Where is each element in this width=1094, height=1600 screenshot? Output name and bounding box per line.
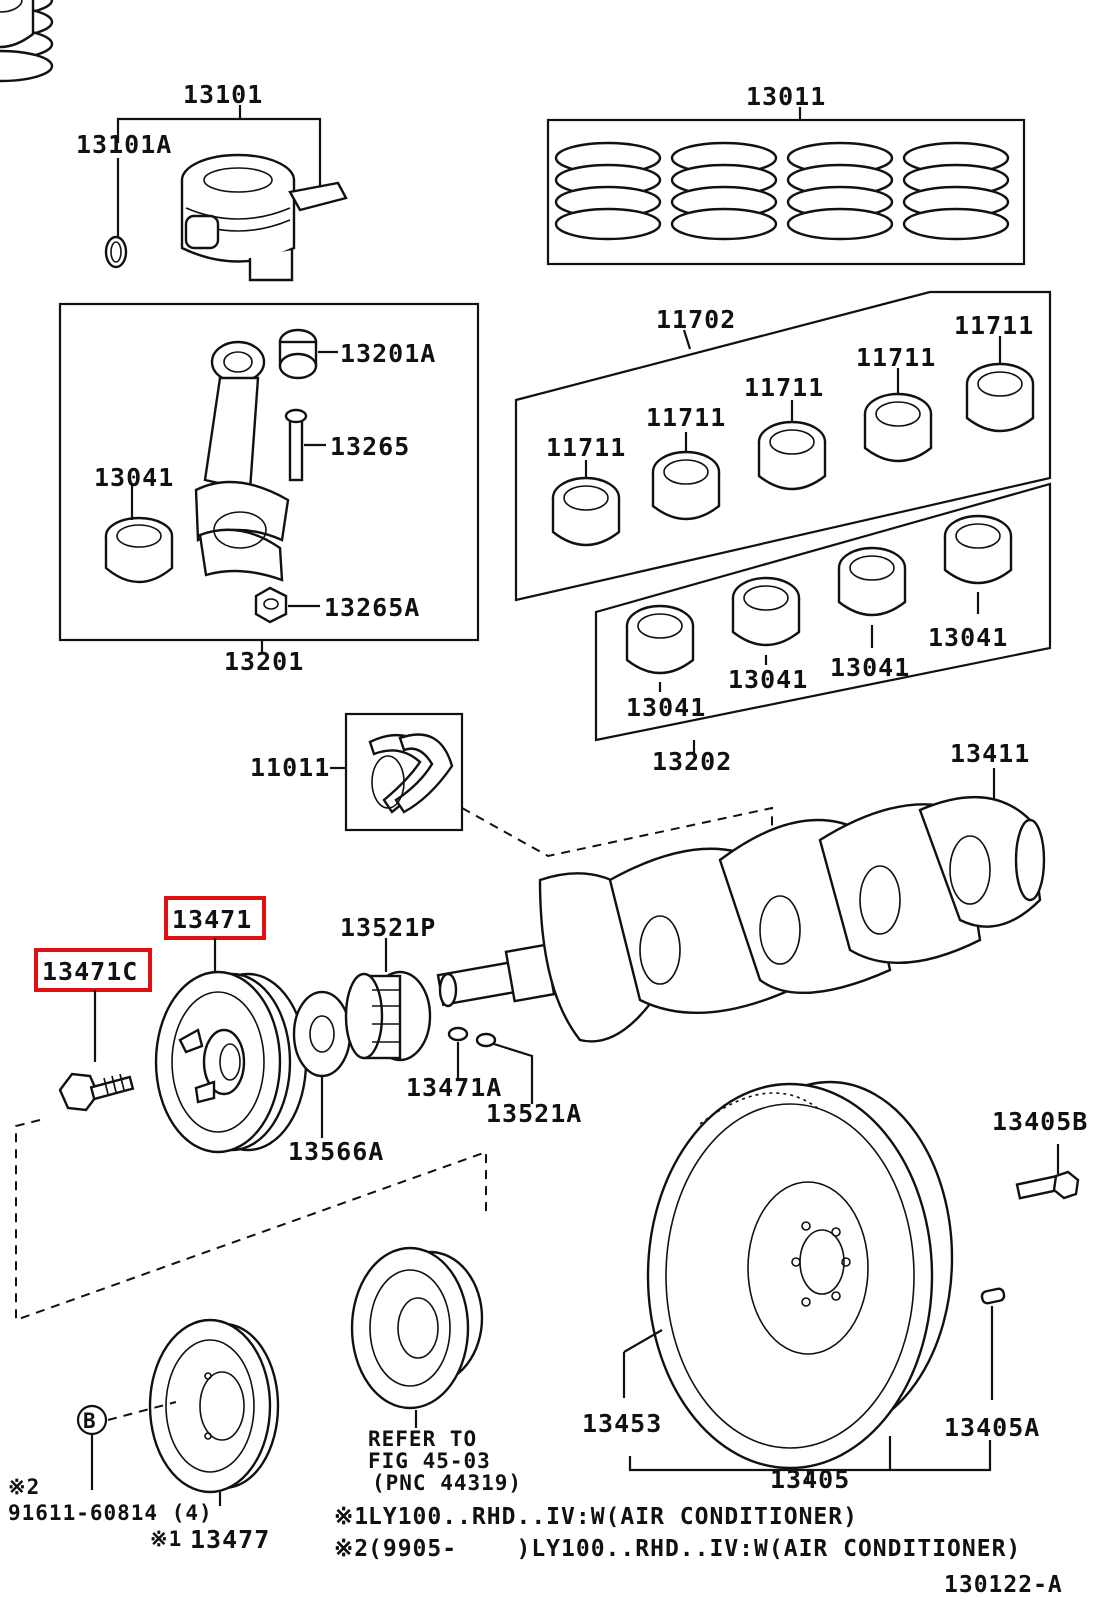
note-2-text: (9905- )LY100..RHD..IV:W(AIR CONDITIONER… <box>368 1536 1021 1562</box>
thrust-washer-group <box>330 712 773 858</box>
label-11711-a[interactable]: 11711 <box>546 433 626 462</box>
label-13405A[interactable]: 13405A <box>944 1413 1040 1442</box>
label-13453[interactable]: 13453 <box>582 1409 662 1438</box>
ps-pulley-icon[interactable] <box>350 1246 484 1410</box>
label-11711-c[interactable]: 11711 <box>744 373 824 402</box>
label-11711-d[interactable]: 11711 <box>856 343 936 372</box>
ac-pulley-group <box>90 1318 280 1506</box>
label-13477[interactable]: 13477 <box>190 1525 270 1554</box>
refer-line-1: REFER TO <box>368 1427 477 1451</box>
dowel-pin-icon[interactable] <box>980 1287 1006 1305</box>
footnote-mark-2: ※2 <box>8 1475 40 1499</box>
dowel-pin-group <box>980 1287 1006 1400</box>
label-11011[interactable]: 11011 <box>250 753 330 782</box>
pulley-bolt-icon[interactable] <box>58 1072 135 1112</box>
key-13521A-icon[interactable] <box>475 1032 497 1048</box>
keys-group <box>447 1026 534 1104</box>
label-13041-d[interactable]: 13041 <box>626 693 706 722</box>
bushing-icon[interactable] <box>278 328 318 380</box>
note-1-text: LY100..RHD..IV:W(AIR CONDITIONER) <box>368 1504 858 1530</box>
oil-slinger-group <box>292 990 352 1138</box>
part-number-labels: 13101 13101A 13011 13201A 13265 13041 13… <box>42 80 1088 1554</box>
thrust-washer-icon[interactable] <box>368 733 454 814</box>
label-11702[interactable]: 11702 <box>656 305 736 334</box>
label-13041-b[interactable]: 13041 <box>830 653 910 682</box>
label-13405B[interactable]: 13405B <box>992 1107 1088 1136</box>
label-11711-b[interactable]: 11711 <box>646 403 726 432</box>
circle-b-marker: B <box>76 1404 108 1436</box>
flywheel-bolt-group <box>1015 1144 1080 1200</box>
label-13521P[interactable]: 13521P <box>340 913 436 942</box>
highlight-13471C <box>34 948 152 992</box>
main-bearing-lower-group <box>594 482 1052 755</box>
rod-bolt-icon[interactable] <box>284 408 308 482</box>
connecting-rod-group <box>58 302 480 652</box>
snap-ring-icon[interactable] <box>104 235 128 269</box>
key-13471A-icon[interactable] <box>447 1026 469 1042</box>
footnote-left: ※2 91611-60814 (4) ※1 <box>8 1475 213 1551</box>
refer-line-3[interactable]: (PNC 44319) <box>372 1471 522 1495</box>
rod-nut-icon[interactable] <box>254 586 288 624</box>
refer-line-2[interactable]: FIG 45-03 <box>368 1449 491 1473</box>
crankshaft-pulley-icon[interactable] <box>154 970 308 1154</box>
bolt-13471C-group <box>34 948 152 1112</box>
piston-icon[interactable] <box>180 153 348 282</box>
timing-gear-group <box>344 938 432 1062</box>
circle-b-label: B <box>83 1409 97 1433</box>
rod-bearing-icon[interactable] <box>104 516 174 584</box>
label-13566A[interactable]: 13566A <box>288 1137 384 1166</box>
piston-group <box>104 105 348 282</box>
label-13471[interactable]: 13471 <box>172 905 252 934</box>
label-13411[interactable]: 13411 <box>950 739 1030 768</box>
refer-note: REFER TO FIG 45-03 (PNC 44319) <box>368 1427 522 1495</box>
label-11711-e[interactable]: 11711 <box>954 311 1034 340</box>
ac-pulley-icon[interactable] <box>148 1318 280 1494</box>
crankshaft-group <box>436 768 1046 1043</box>
main-bearing-upper-group <box>0 0 1052 602</box>
label-13265A[interactable]: 13265A <box>324 593 420 622</box>
label-13041-c[interactable]: 13041 <box>728 665 808 694</box>
timing-gear-icon[interactable] <box>344 970 432 1062</box>
footnote-mark-1: ※1 <box>150 1527 182 1551</box>
label-13101A[interactable]: 13101A <box>76 130 172 159</box>
label-13405[interactable]: 13405 <box>770 1465 850 1494</box>
footnote-bolt-part[interactable]: 91611-60814 (4) <box>8 1501 213 1525</box>
label-13041-a[interactable]: 13041 <box>928 623 1008 652</box>
ps-pulley-group <box>350 1246 484 1428</box>
connecting-rod-icon[interactable] <box>194 340 290 582</box>
pulley-group <box>154 896 308 1154</box>
note-2-mark: ※2 <box>334 1536 369 1562</box>
flywheel-icon[interactable] <box>646 1080 954 1470</box>
label-13201A[interactable]: 13201A <box>340 339 436 368</box>
upper-bearings-icon[interactable] <box>0 0 1035 547</box>
label-13101[interactable]: 13101 <box>183 80 263 109</box>
label-13201[interactable]: 13201 <box>224 647 304 676</box>
note-1-mark: ※1 <box>334 1504 369 1530</box>
flywheel-bolt-icon[interactable] <box>1015 1170 1080 1200</box>
label-13011[interactable]: 13011 <box>746 82 826 111</box>
label-13471A[interactable]: 13471A <box>406 1073 502 1102</box>
oil-slinger-icon[interactable] <box>292 990 352 1078</box>
crankshaft-icon[interactable] <box>436 795 1046 1043</box>
label-13521A[interactable]: 13521A <box>486 1099 582 1128</box>
label-13041-left[interactable]: 13041 <box>94 463 174 492</box>
label-13202[interactable]: 13202 <box>652 747 732 776</box>
figure-code: 130122-A <box>944 1572 1063 1598</box>
label-13471C[interactable]: 13471C <box>42 957 138 986</box>
applicability-notes: ※1 LY100..RHD..IV:W(AIR CONDITIONER) ※2 … <box>334 1504 1063 1598</box>
flywheel-group <box>622 1080 992 1484</box>
label-13265[interactable]: 13265 <box>330 432 410 461</box>
